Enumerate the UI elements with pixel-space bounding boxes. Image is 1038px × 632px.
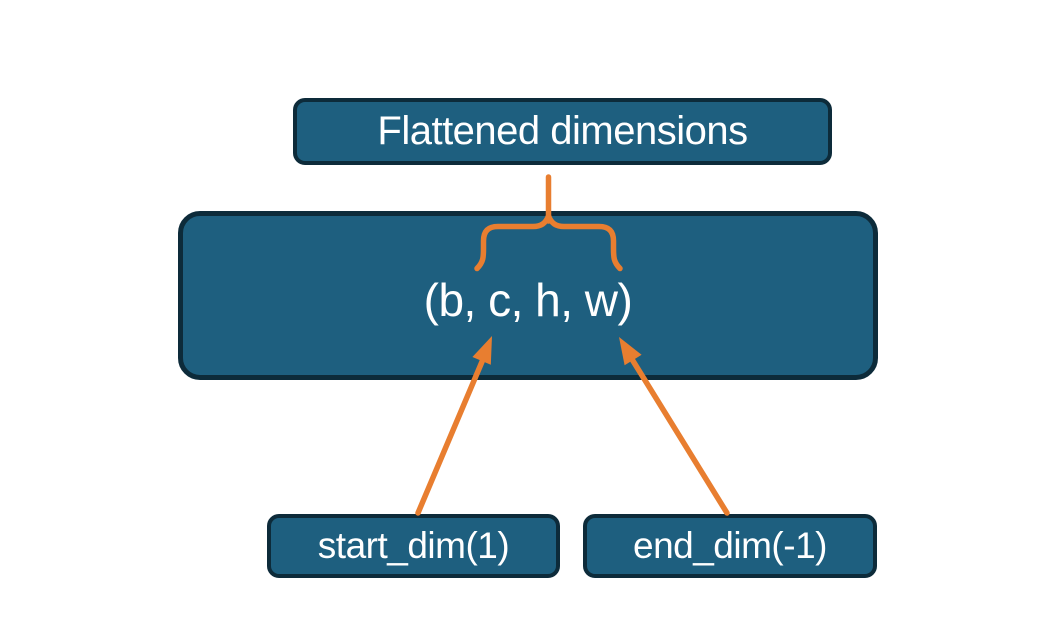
- tensor-shape-label: (b, c, h, w): [423, 273, 633, 326]
- flattened-dimensions-label: Flattened dimensions: [377, 109, 748, 153]
- flattened-dimensions-box: Flattened dimensions: [293, 98, 832, 165]
- end-dim-label: end_dim(-1): [633, 525, 827, 566]
- start-dim-label: start_dim(1): [317, 525, 510, 566]
- tensor-shape-box: (b, c, h, w): [178, 211, 878, 380]
- end-dim-box: end_dim(-1): [583, 514, 877, 578]
- start-dim-box: start_dim(1): [267, 514, 560, 578]
